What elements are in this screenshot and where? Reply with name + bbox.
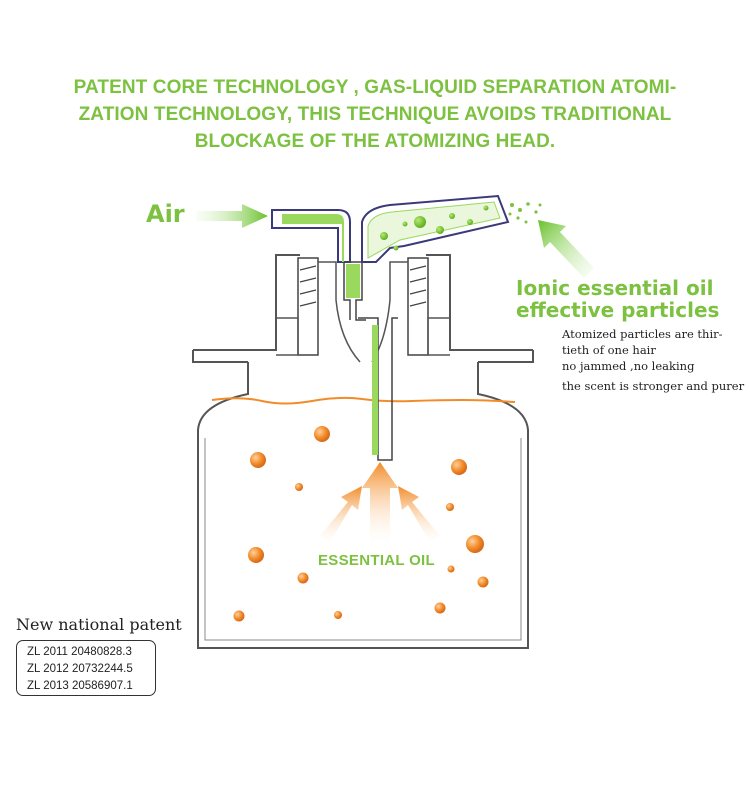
dip-tube — [358, 317, 398, 461]
nozzle-particles — [380, 205, 489, 251]
thread-marks — [299, 265, 427, 307]
particle-description: Atomized particles are thir- tieth of on… — [562, 326, 747, 394]
bottle-shoulder — [192, 305, 534, 363]
patent-title: New national patent — [16, 615, 182, 634]
desc-line-2: tieth of one hair — [562, 343, 656, 357]
mist-particles — [508, 202, 542, 224]
oil-arrow-left — [320, 486, 362, 542]
air-inlet-fill — [282, 214, 344, 262]
headline-line-2: ZATION TECHNOLOGY, THIS TECHNIQUE AVOIDS… — [78, 104, 672, 125]
oil-surface — [211, 396, 516, 405]
desc-line-4: the scent is stronger and purer — [562, 379, 745, 393]
cap-collar-left — [276, 317, 299, 356]
oil-droplets — [233, 426, 489, 622]
desc-line-1: Atomized particles are thir- — [562, 327, 723, 341]
headline: PATENT CORE TECHNOLOGY , GAS-LIQUID SEPA… — [20, 74, 730, 155]
desc-line-3: no jammed ,no leaking — [562, 359, 695, 373]
center-stem-fill — [346, 264, 360, 298]
ionic-label-line-1: Ionic essential oil — [516, 276, 714, 300]
patent-number: ZL 2012 20732244.5 — [27, 663, 133, 675]
bottle-neck — [275, 254, 451, 305]
ionic-label-line-2: effective particles — [516, 298, 720, 322]
oil-arrow-center — [362, 462, 398, 540]
ionic-particles-label: Ionic essential oil effective particles — [516, 277, 719, 321]
nozzle-fill — [367, 201, 501, 259]
essential-oil-label: ESSENTIAL OIL — [318, 552, 435, 569]
oil-arrow-right — [398, 486, 440, 542]
headline-line-1: PATENT CORE TECHNOLOGY , GAS-LIQUID SEPA… — [73, 77, 677, 98]
patent-number: ZL 2011 20480828.3 — [27, 646, 132, 658]
patent-number: ZL 2013 20586907.1 — [27, 680, 133, 692]
air-arrow — [196, 204, 268, 228]
bottle-inner-wall — [204, 438, 522, 641]
air-label: Air — [146, 200, 185, 228]
headline-line-3: BLOCKAGE OF THE ATOMIZING HEAD. — [194, 131, 556, 152]
patent-number-box: ZL 2011 20480828.3 ZL 2012 20732244.5 ZL… — [16, 640, 156, 696]
bottle-body — [197, 362, 529, 649]
neck-inner — [318, 261, 408, 363]
cap-collar-right — [427, 317, 450, 356]
center-stem — [343, 261, 366, 321]
dip-tube-liquid — [372, 325, 378, 455]
thread-left — [297, 257, 319, 356]
particles-arrow — [538, 220, 594, 278]
thread-right — [407, 257, 429, 356]
